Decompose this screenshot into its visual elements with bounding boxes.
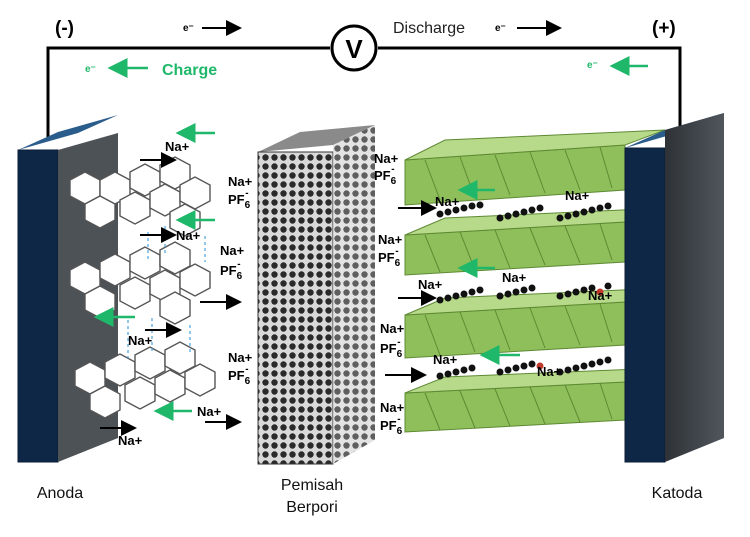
cathode-label: Katoda	[651, 485, 703, 502]
electron-label: e⁻	[85, 64, 96, 75]
pf6-ion-label: PF6-	[380, 337, 403, 360]
wire-right	[378, 46, 682, 130]
na-ion-label: Na+	[537, 364, 562, 379]
na-ion-label: Na+	[502, 270, 527, 285]
separator-label-line1: Pemisah	[280, 477, 344, 494]
graphite-sheet	[74, 341, 216, 419]
pf6-ion-label: PF6-	[380, 414, 403, 437]
na-ion-label: Na+	[380, 400, 405, 415]
sodium-atom-chain	[436, 356, 612, 380]
electron-label: e⁻	[183, 23, 194, 34]
na-ion-label: Na+	[197, 404, 222, 419]
separator-label-line2: Berpori	[286, 499, 338, 516]
graphite-sheet	[69, 241, 211, 325]
pf6-ion-label: PF6-	[374, 164, 397, 187]
na-ion-label: Na+	[228, 350, 253, 365]
wire-left	[46, 46, 330, 140]
voltmeter-label: V	[345, 34, 363, 64]
na-ion-label: Na+	[433, 352, 458, 367]
cathode-electrode	[624, 113, 724, 463]
anode-ion-flow: Na+ Na+ Na+ Na+ Na+ Na+ PF6- Na+ PF6- Na…	[93, 123, 253, 448]
pf6-ion-label: PF6-	[228, 364, 251, 387]
na-ion-label: Na+	[435, 194, 460, 209]
cathode-layers	[404, 129, 666, 433]
na-ion-label: Na+	[228, 174, 253, 189]
anode-label: Anoda	[36, 485, 84, 502]
na-ion-label: Na+	[418, 277, 443, 292]
porous-separator	[257, 125, 375, 465]
na-ion-label: Na+	[165, 139, 190, 154]
minus-terminal-label: (-)	[55, 18, 74, 39]
electron-label: e⁻	[587, 60, 598, 71]
cathode-ion-flow: Na+ PF6- Na+ Na+ Na+ PF6- Na+ Na+ Na+ Na…	[374, 151, 613, 437]
na-ion-label: Na+	[380, 321, 405, 336]
na-ion-label: Na+	[176, 228, 201, 243]
na-ion-label: Na+	[374, 151, 399, 166]
charge-label: Charge	[162, 62, 217, 79]
na-ion-label: Na+	[565, 188, 590, 203]
pf6-ion-label: PF6-	[378, 246, 401, 269]
sodium-atom-chain	[436, 282, 612, 304]
external-circuit: V (-) (+) e⁻ Discharge e⁻ e⁻ Charge e⁻	[46, 18, 682, 140]
electron-label: e⁻	[495, 23, 506, 34]
na-ion-label: Na+	[588, 288, 613, 303]
na-ion-label: Na+	[118, 433, 143, 448]
pf6-ion-label: PF6-	[220, 259, 243, 282]
discharge-label: Discharge	[393, 20, 465, 37]
voltmeter-icon	[330, 24, 378, 72]
anode-graphite-layers	[69, 156, 216, 419]
separator-label: Pemisah Berpori	[262, 475, 362, 519]
sodium-atom-chain	[436, 201, 612, 222]
pf6-ion-label: PF6-	[228, 188, 251, 211]
na-ion-label: Na+	[378, 232, 403, 247]
na-ion-label: Na+	[220, 243, 245, 258]
plus-terminal-label: (+)	[652, 18, 676, 39]
cathode-layer	[404, 287, 666, 359]
na-ion-label: Na+	[128, 333, 153, 348]
